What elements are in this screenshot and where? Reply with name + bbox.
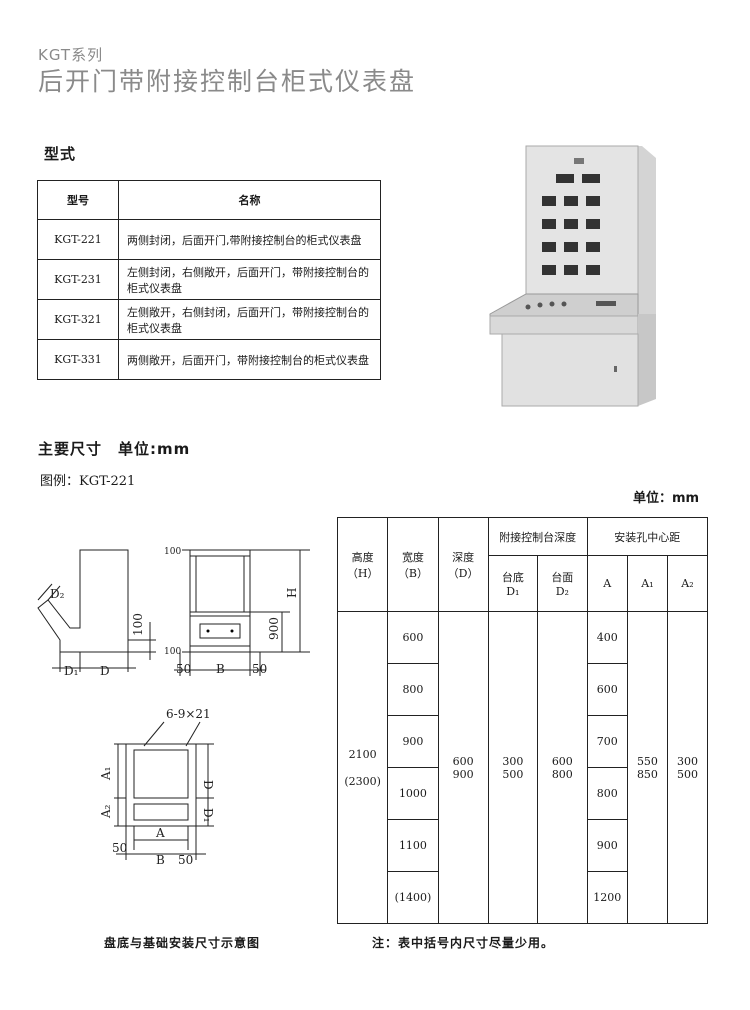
width-value: (1400) (387, 871, 439, 924)
door-handle (614, 366, 617, 372)
d1-label: D₁ (64, 664, 78, 678)
depth-header: 深度（D） (437, 517, 489, 612)
hole-spacing-header: 安装孔中心距 (586, 517, 709, 556)
base-plan-diagram: 6-9×21 A₁ A₂ D D₁ A 50 B 50 (99, 707, 215, 867)
a1-header: A₁ (626, 555, 668, 612)
dim-50-left-label: 50 (176, 662, 191, 676)
col-name-header: 名称 (118, 180, 381, 220)
table-row: KGT-221 两侧封闭，后面开门,带附接控制台的柜式仪表盘 (37, 219, 381, 260)
base-diagram-caption: 盘底与基础安装尺寸示意图 (104, 936, 261, 950)
unit-label: 单位：mm (633, 491, 700, 506)
cabinet-footprint (133, 749, 189, 799)
side-view-diagram: D₂ D₁ D 100 (37, 549, 156, 678)
a2-label: A₂ (99, 804, 113, 819)
meter (556, 174, 574, 183)
cabinet-photo (489, 145, 656, 407)
console-footprint (133, 803, 189, 821)
nameplate (574, 158, 584, 164)
example-label: 图例：KGT-221 (40, 474, 136, 489)
width-value: 1000 (387, 767, 439, 820)
console-buttons (525, 301, 616, 310)
console-front (489, 315, 639, 335)
a1-label: A₁ (99, 767, 113, 781)
a-label: A (155, 826, 165, 840)
meter-grid (542, 196, 600, 275)
table-note: 注：表中括号内尺寸尽量少用。 (372, 936, 555, 950)
dim-100-label: 100 (131, 613, 145, 636)
holes-label: 6-9×21 (166, 707, 211, 721)
width-value: 600 (387, 611, 439, 664)
model-name: 两侧封闭，后面开门,带附接控制台的柜式仪表盘 (118, 219, 381, 260)
a-value: 800 (586, 767, 628, 820)
a-value: 1200 (586, 871, 628, 924)
cabinet-front (525, 145, 639, 315)
door-knob (206, 629, 210, 633)
page-title: 后开门带附接控制台柜式仪表盘 (38, 67, 417, 96)
width-value: 1100 (387, 819, 439, 872)
model-code: KGT-221 (37, 219, 119, 260)
models-heading: 型式 (44, 145, 77, 163)
model-code: KGT-331 (37, 339, 119, 380)
table-row: KGT-321 左侧敞开，右侧封闭，后面开门，带附接控制台的柜式仪表盘 (37, 299, 381, 340)
table-row: KGT-331 两侧敞开，后面开门，带附接控制台的柜式仪表盘 (37, 339, 381, 380)
base-outline (125, 743, 197, 827)
d-label: D (100, 664, 110, 678)
width-header: 宽度（B） (387, 517, 439, 612)
holes-leader (185, 721, 201, 747)
front-view-diagram: 100 100 H 900 50 B 50 (164, 547, 310, 676)
col-model-header: 型号 (37, 180, 119, 220)
dim-900-label: 900 (267, 617, 281, 640)
a2-header: A₂ (666, 555, 709, 612)
height-values: 2100(2300) (336, 611, 389, 924)
a-value: 400 (586, 611, 628, 664)
door-knob (230, 629, 234, 633)
dim-50-base-right: 50 (178, 853, 193, 867)
b-label: B (216, 662, 225, 676)
dim-50-right-label: 50 (252, 662, 267, 676)
width-value: 800 (387, 663, 439, 716)
height-header: 高度（H） (336, 517, 389, 612)
front-outline (189, 549, 251, 653)
model-name: 左侧敞开，右侧封闭，后面开门，带附接控制台的柜式仪表盘 (118, 299, 381, 340)
a-value: 600 (586, 663, 628, 716)
cabinet-base (501, 333, 639, 407)
a-value: 700 (586, 715, 628, 768)
b-base-label: B (156, 853, 165, 867)
base-side (638, 314, 656, 406)
width-value: 900 (387, 715, 439, 768)
side-outline (37, 549, 129, 653)
models-table: 型号 名称 KGT-221 两侧封闭，后面开门,带附接控制台的柜式仪表盘 KGT… (37, 180, 381, 380)
dim-100-bottom-label: 100 (164, 647, 181, 657)
d-right-label: D (201, 780, 215, 790)
model-code: KGT-231 (37, 259, 119, 300)
d1-right-label: D₁ (201, 808, 215, 822)
dimensions-heading: 主要尺寸 单位:mm (38, 440, 191, 458)
model-code: KGT-321 (37, 299, 119, 340)
a-value: 900 (586, 819, 628, 872)
series-label: KGT系列 (38, 46, 104, 64)
door-panel (199, 623, 241, 639)
d2-label: D₂ (50, 587, 65, 601)
h-label: H (285, 588, 299, 598)
console-depth-header: 附接控制台深度 (487, 517, 588, 556)
meter (582, 174, 600, 183)
model-name: 两侧敞开，后面开门，带附接控制台的柜式仪表盘 (118, 339, 381, 380)
a-header: A (586, 555, 628, 612)
dim-50-base-left: 50 (112, 841, 127, 855)
holes-leader (143, 721, 165, 747)
table-row: KGT-231 左侧封闭，右侧敞开，后面开门，带附接控制台的柜式仪表盘 (37, 259, 381, 300)
dim-100-top-label: 100 (164, 547, 181, 557)
d2-leader (47, 585, 61, 601)
model-name: 左侧封闭，右侧敞开，后面开门，带附接控制台的柜式仪表盘 (118, 259, 381, 300)
d2-leader (37, 583, 53, 601)
